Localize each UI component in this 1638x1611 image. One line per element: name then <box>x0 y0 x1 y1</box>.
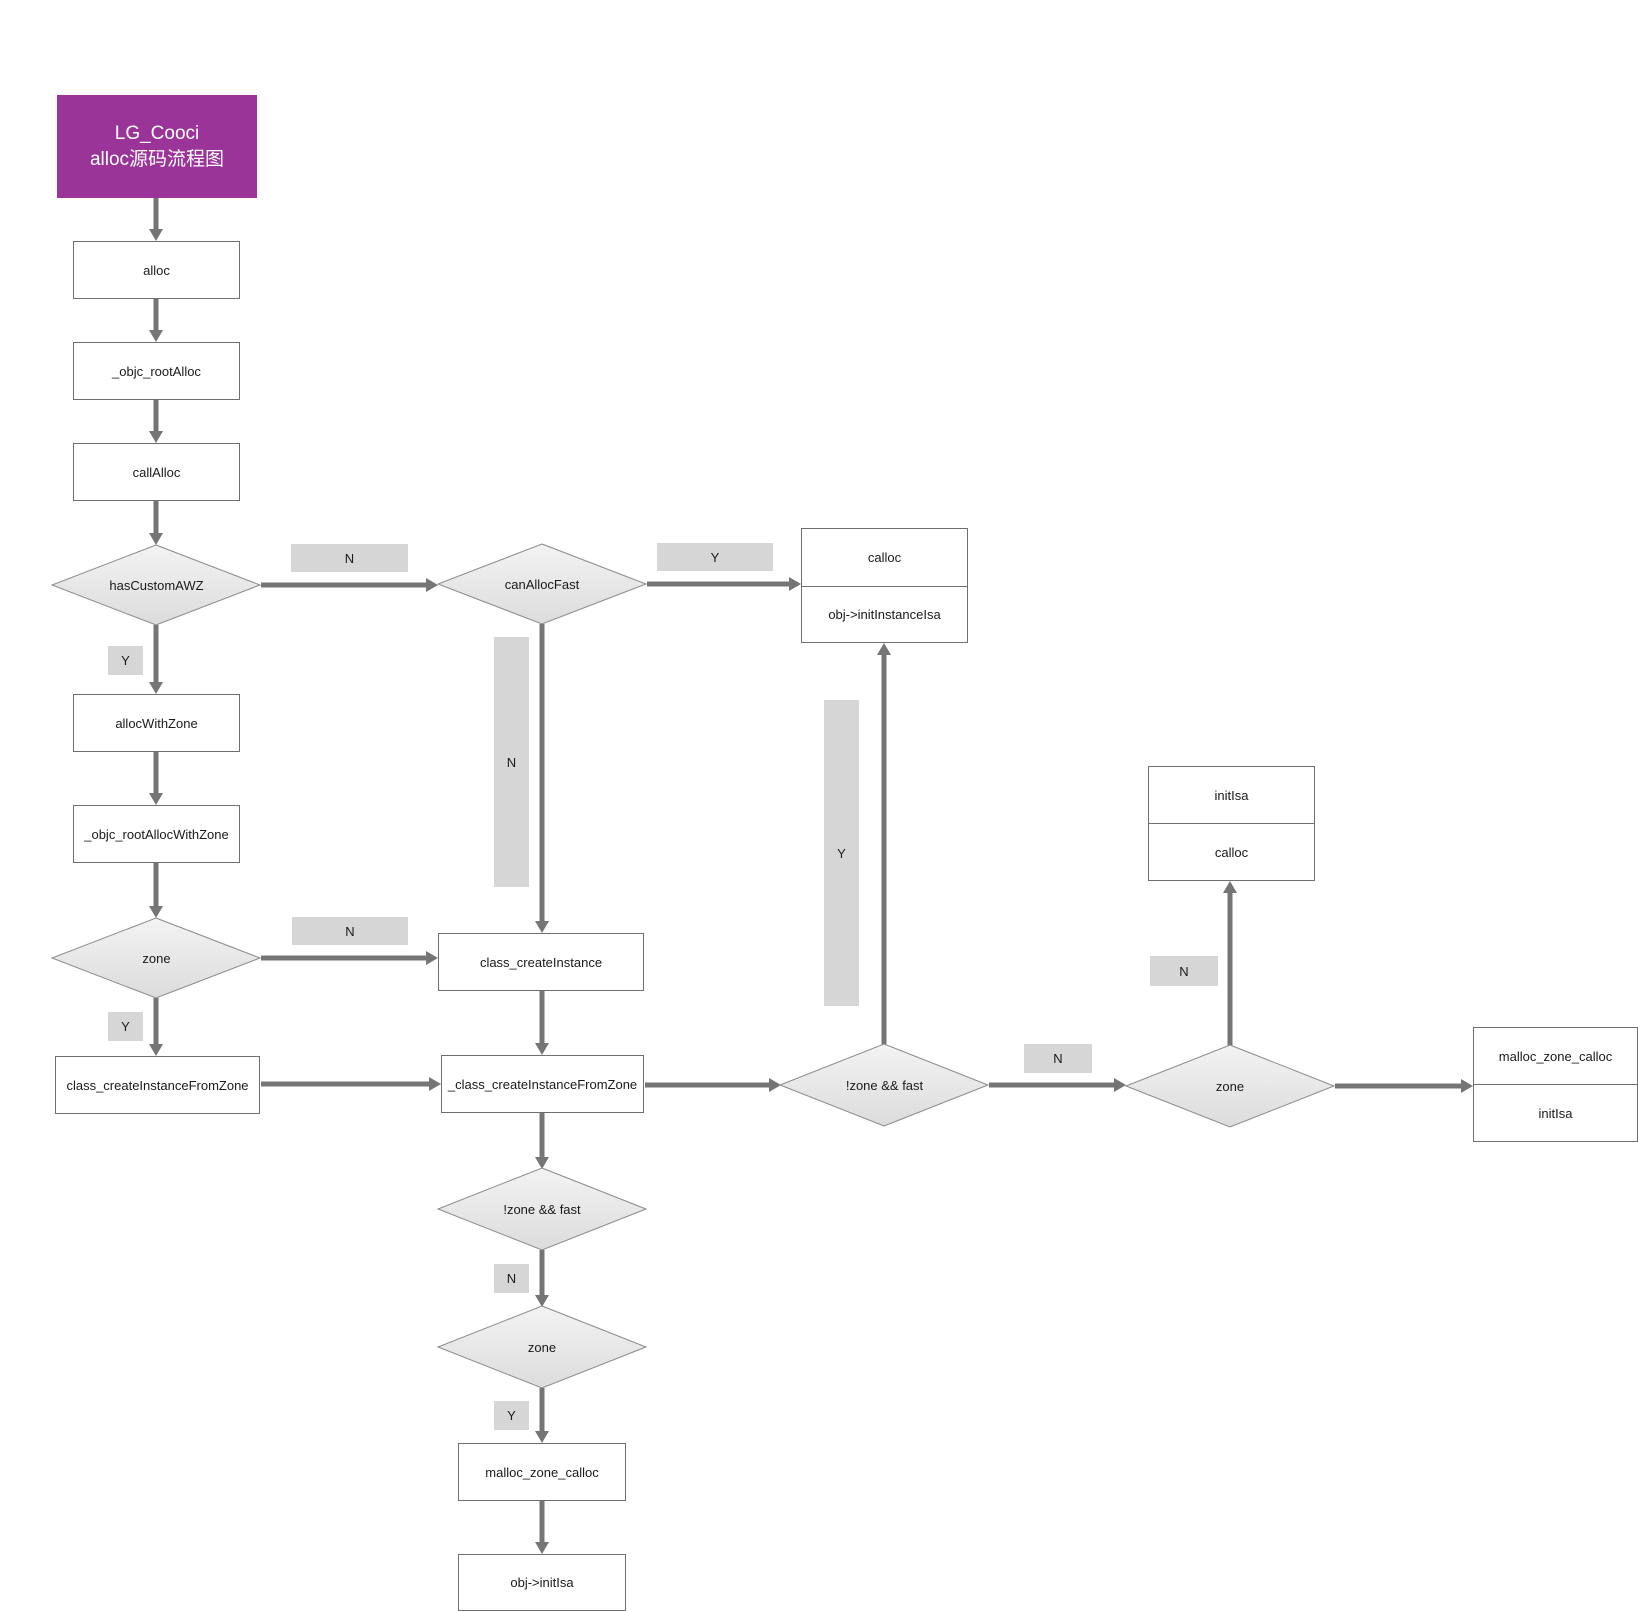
arrow-callalloc-to-hascustomawz <box>149 501 163 545</box>
title-line-1: LG_Cooci <box>114 122 200 144</box>
arrow-cicfz-to-private <box>261 1077 441 1091</box>
arrow-alloc-to-rootalloc <box>149 299 163 342</box>
arrow-private-to-notzone-fast-2 <box>645 1078 781 1092</box>
label-zone1-n: N <box>292 917 408 945</box>
decision-nodes <box>50 543 1336 1389</box>
node-objc-rootallocwithzone: _objc_rootAllocWithZone <box>73 805 240 863</box>
node-obj-initinstanceisa: obj->initInstanceIsa <box>801 586 968 643</box>
zone-1-shape <box>50 917 262 999</box>
node-alloc: alloc <box>73 241 240 299</box>
zone-3-shape <box>1124 1044 1336 1128</box>
arrow-hascustomawz-n <box>261 578 438 592</box>
notzone-fast-1-shape <box>436 1167 648 1251</box>
arrow-notzone-fast-1-n <box>535 1250 549 1307</box>
node-initisa-2: initIsa <box>1473 1084 1638 1142</box>
canallocfast-shape <box>436 543 648 625</box>
node-malloc-zone-calloc-2: malloc_zone_calloc <box>1473 1027 1638 1085</box>
label-canallocfast-y: Y <box>657 543 773 571</box>
zone-2-shape <box>436 1305 648 1389</box>
arrow-canallocfast-y <box>647 577 801 591</box>
notzone-fast-2-shape <box>778 1043 990 1127</box>
arrow-zone2-y <box>535 1388 549 1443</box>
label-notzone-fast-1-n: N <box>494 1264 529 1293</box>
arrow-createinstance-to-private <box>535 991 549 1055</box>
node-calloc-2: calloc <box>1148 823 1315 881</box>
label-zone2-y: Y <box>494 1401 529 1430</box>
hascustomawz-shape <box>50 544 262 626</box>
arrow-zone3-y <box>1335 1079 1473 1093</box>
arrow-rootalloc-to-callalloc <box>149 400 163 443</box>
label-notzone-fast-2-y: Y <box>824 700 859 1006</box>
arrow-title-to-alloc <box>149 198 163 241</box>
node-initisa-1: initIsa <box>1148 766 1315 824</box>
node-allocwithzone: allocWithZone <box>73 694 240 752</box>
title-line-2: alloc源码流程图 <box>89 148 225 170</box>
arrow-malloc-to-initisa <box>535 1501 549 1554</box>
node-malloc-zone-calloc-1: malloc_zone_calloc <box>458 1443 626 1501</box>
node-private-class-createinstancefromzone: _class_createInstanceFromZone <box>441 1055 644 1113</box>
arrow-zone1-n <box>261 951 438 965</box>
label-hascustomawz-y: Y <box>108 646 143 675</box>
arrow-hascustomawz-y <box>149 625 163 694</box>
label-zone3-n: N <box>1150 956 1218 986</box>
node-obj-initisa: obj->initIsa <box>458 1554 626 1611</box>
arrow-notzone-fast-2-y <box>877 643 891 1045</box>
label-zone1-y: Y <box>108 1012 143 1041</box>
arrow-private-to-notzone-fast-1 <box>535 1113 549 1169</box>
arrow-rootallocwithzone-to-zone1 <box>149 863 163 918</box>
arrow-zone3-n <box>1223 881 1237 1046</box>
flow-arrows <box>149 198 1473 1554</box>
arrow-allocwithzone-to-rootallocwithzone <box>149 752 163 805</box>
node-objc-rootalloc: _objc_rootAlloc <box>73 342 240 400</box>
arrow-notzone-fast-2-n <box>989 1078 1126 1092</box>
label-notzone-fast-2-n: N <box>1024 1044 1092 1073</box>
label-canallocfast-n: N <box>494 637 529 887</box>
arrow-canallocfast-n <box>535 624 549 933</box>
node-class-createinstance: class_createInstance <box>438 933 644 991</box>
node-calloc-1: calloc <box>801 528 968 587</box>
node-class-createinstancefromzone: class_createInstanceFromZone <box>55 1056 260 1114</box>
label-hascustomawz-n: N <box>291 544 408 572</box>
diagram-title: LG_Cooci alloc源码流程图 <box>57 95 257 198</box>
arrow-zone1-y <box>149 998 163 1056</box>
node-callalloc: callAlloc <box>73 443 240 501</box>
